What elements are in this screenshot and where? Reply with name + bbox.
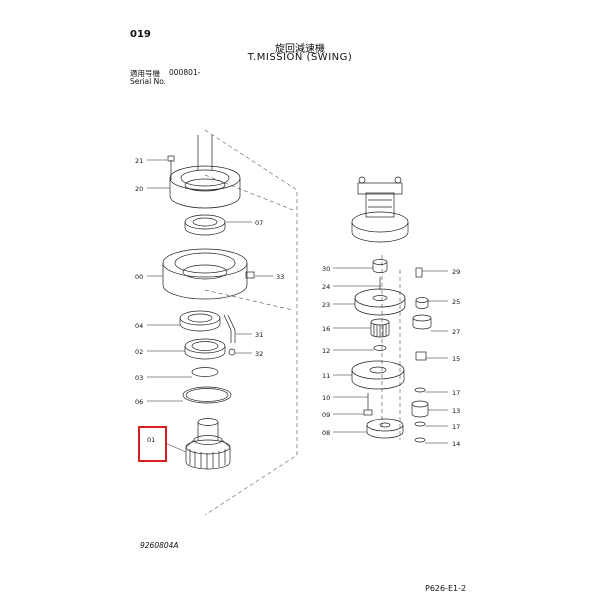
- bearing-04-icon: [179, 310, 221, 332]
- pinion-shaft-01-icon: [185, 418, 231, 470]
- callout-17: 17: [452, 389, 460, 397]
- callout-12: 12: [322, 347, 330, 355]
- seal-07-icon: [184, 214, 226, 236]
- callout-29: 29: [452, 268, 460, 276]
- washer-17-icon: [414, 387, 426, 393]
- title-english: T.MISSION (SWING): [247, 52, 353, 63]
- highlight-box: [138, 426, 167, 462]
- gear-25-icon: [415, 297, 429, 309]
- callout-31: 31: [255, 331, 263, 339]
- serial-value: 000801-: [169, 68, 201, 77]
- serial-label-english: Serial No.: [130, 77, 167, 86]
- flange-20-icon: [169, 135, 241, 209]
- bolt-21-icon: [167, 155, 175, 180]
- oring-06-icon: [182, 386, 232, 404]
- pin-29-icon: [415, 267, 423, 278]
- gear-27-icon: [412, 314, 432, 330]
- callout-09: 09: [322, 411, 330, 419]
- title-japanese: 旋回減速機: [275, 44, 325, 55]
- seal-02-icon: [184, 338, 226, 360]
- pin-09-icon: [363, 409, 373, 416]
- callout-25: 25: [452, 298, 460, 306]
- washer-12-icon: [373, 345, 387, 351]
- callout-27: 27: [452, 328, 460, 336]
- callout-11: 11: [322, 372, 330, 380]
- callout-06: 06: [135, 398, 143, 406]
- callout-04: 04: [135, 322, 143, 330]
- callout-07: 07: [255, 219, 263, 227]
- callout-13: 13: [452, 407, 460, 415]
- gear-13-icon: [411, 400, 429, 418]
- plate-08-icon: [366, 418, 404, 439]
- drawing-code: 9260804A: [140, 541, 179, 550]
- callout-01: 01: [147, 436, 155, 444]
- carrier-11-icon: [351, 360, 405, 390]
- sun-gear-16-icon: [370, 318, 390, 338]
- page-number: 019: [130, 29, 151, 40]
- callout-16: 16: [322, 325, 330, 333]
- gear-30-icon: [372, 259, 388, 273]
- callout-20: 20: [135, 185, 143, 193]
- carrier-23-icon: [354, 288, 406, 316]
- pipe-31-icon: [223, 314, 236, 343]
- page-code: P626-E1-2: [425, 584, 467, 593]
- washer-14-icon: [414, 437, 426, 443]
- plug-32-icon: [228, 348, 236, 356]
- assembly-thumbnail-icon: [351, 176, 409, 243]
- washer-17b-icon: [414, 421, 426, 427]
- serial-label: 適用号機: [130, 69, 160, 78]
- callout-21: 21: [135, 157, 143, 165]
- callout-33: 33: [276, 273, 284, 281]
- callout-24: 24: [322, 283, 330, 291]
- callout-30: 30: [322, 265, 330, 273]
- callout-00: 00: [135, 273, 143, 281]
- callout-02: 02: [135, 348, 143, 356]
- callout-23: 23: [322, 301, 330, 309]
- callout-14: 14: [452, 440, 460, 448]
- callout-32: 32: [255, 350, 263, 358]
- callout-17b: 17: [452, 423, 460, 431]
- pin-15-icon: [415, 351, 427, 361]
- callout-10: 10: [322, 394, 330, 402]
- housing-00-icon: [162, 248, 255, 300]
- callout-08: 08: [322, 429, 330, 437]
- callout-15: 15: [452, 355, 460, 363]
- ring-03-icon: [191, 367, 219, 377]
- callout-03: 03: [135, 374, 143, 382]
